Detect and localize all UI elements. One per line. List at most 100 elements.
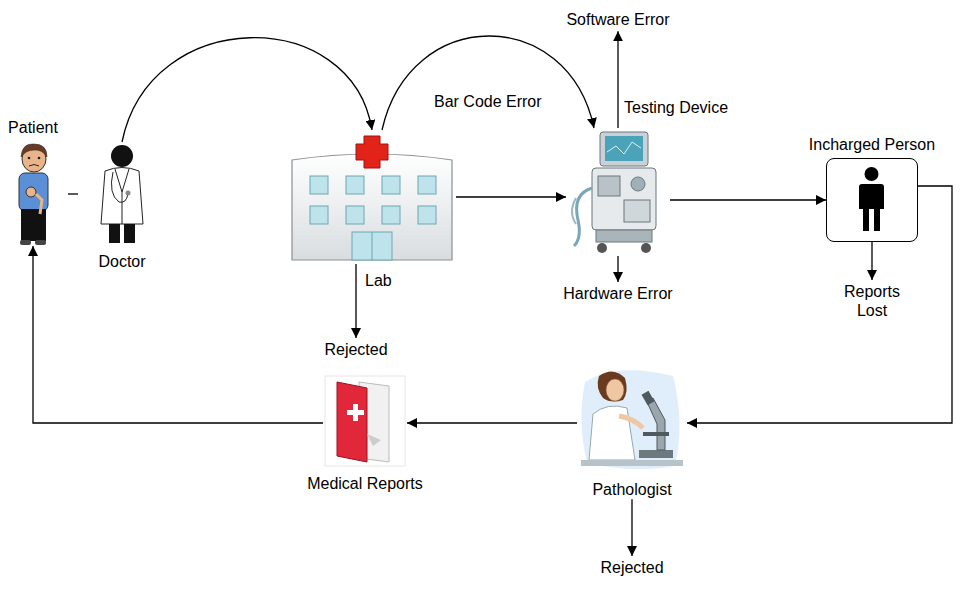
svg-shape <box>577 362 687 474</box>
doctor-figure: Doctor <box>92 142 152 271</box>
node-label: Rejected <box>306 338 406 361</box>
ellipse-shape <box>606 379 624 401</box>
rect-shape <box>598 176 620 196</box>
path-shape <box>647 398 665 450</box>
path-shape <box>337 382 367 462</box>
patient-figure: Patient <box>12 142 54 246</box>
node-label: Patient <box>8 118 58 137</box>
path-shape <box>574 188 592 246</box>
rect-shape <box>382 176 400 194</box>
rect-shape <box>109 224 120 243</box>
circle-shape <box>597 243 607 253</box>
flow-arrow <box>631 499 632 556</box>
svg-shape <box>323 374 407 468</box>
flow-arrow <box>407 422 577 423</box>
path-shape <box>598 371 627 401</box>
path-shape <box>367 434 381 446</box>
rejected-outcome: Rejected <box>582 556 682 579</box>
rect-shape <box>605 136 643 161</box>
circle-shape <box>26 187 36 197</box>
rect-shape <box>418 206 436 224</box>
svg-shape <box>92 142 152 246</box>
node-label: Medical Reports <box>285 474 445 493</box>
rect-shape <box>20 240 31 245</box>
flow-arrow <box>382 36 594 130</box>
rejected-outcome: Rejected <box>306 338 406 361</box>
circle-shape <box>865 167 879 181</box>
node-label: Rejected <box>582 556 682 579</box>
rect-shape <box>325 376 405 466</box>
circle-shape <box>111 145 133 167</box>
testing-device: Testing Device <box>566 128 670 256</box>
g-shape <box>310 176 436 260</box>
path-shape <box>619 416 643 428</box>
edge-label: Bar Code Error <box>432 92 544 111</box>
circle-shape <box>126 191 131 196</box>
rect-shape <box>600 132 648 166</box>
node-label: Testing Device <box>624 98 728 117</box>
node-label: Incharged Person <box>809 135 935 154</box>
rect-shape <box>346 206 364 224</box>
node-label: Reports Lost <box>832 280 912 322</box>
node-label: Software Error <box>553 8 683 31</box>
path-shape <box>859 184 884 231</box>
circle-shape <box>28 157 31 160</box>
path-shape <box>36 194 42 214</box>
error-outcome: Reports Lost <box>832 280 912 322</box>
svg-shape <box>827 159 916 240</box>
error-outcome: Software Error <box>553 8 683 31</box>
circle-shape <box>38 157 41 160</box>
person-box: Incharged Person <box>826 158 918 242</box>
svg-shape <box>566 128 670 256</box>
rect-shape <box>21 209 46 241</box>
svg-shape <box>12 142 54 246</box>
medical-reports: Medical Reports <box>285 374 445 493</box>
path-shape <box>21 144 47 157</box>
rect-shape <box>581 460 683 466</box>
rect-shape <box>639 450 673 458</box>
flow-arrow <box>456 196 566 197</box>
flow-arrow <box>617 31 618 128</box>
path-shape <box>122 192 123 224</box>
path-shape <box>29 165 39 167</box>
rect-shape <box>310 176 328 194</box>
pathologist-figure: Pathologist <box>572 362 692 499</box>
circle-shape <box>641 243 651 253</box>
path-shape <box>115 169 129 192</box>
rect-shape <box>624 200 650 222</box>
node-label: Pathologist <box>572 480 692 499</box>
circle-shape <box>631 177 645 191</box>
path-shape <box>581 370 679 469</box>
flow-arrow <box>670 199 826 200</box>
error-outcome: Hardware Error <box>553 282 683 305</box>
path-shape <box>292 154 452 260</box>
rect-shape <box>643 432 669 436</box>
node-label: Hardware Error <box>553 282 683 305</box>
path-shape <box>347 404 364 421</box>
svg-shape <box>288 130 456 264</box>
path-shape <box>111 172 128 202</box>
rect-shape <box>592 168 656 230</box>
path-shape <box>572 198 576 224</box>
rect-shape <box>418 176 436 194</box>
flow-arrow <box>617 256 618 282</box>
rect-shape <box>346 176 364 194</box>
edge-label: Lab <box>363 271 394 290</box>
flow-arrow <box>122 38 372 142</box>
path-shape <box>607 142 641 154</box>
path-shape <box>589 406 635 460</box>
path-shape <box>101 168 143 225</box>
flow-arrow <box>68 193 78 194</box>
line-shape <box>372 232 373 260</box>
rect-shape <box>124 224 135 243</box>
rect-shape <box>35 240 46 245</box>
rect-shape <box>382 206 400 224</box>
rect-shape <box>310 206 328 224</box>
rect-shape <box>19 173 48 211</box>
flow-arrow <box>33 246 323 423</box>
node-label: Doctor <box>92 252 152 271</box>
flow-arrow <box>355 264 356 338</box>
flow-arrow <box>871 242 872 280</box>
